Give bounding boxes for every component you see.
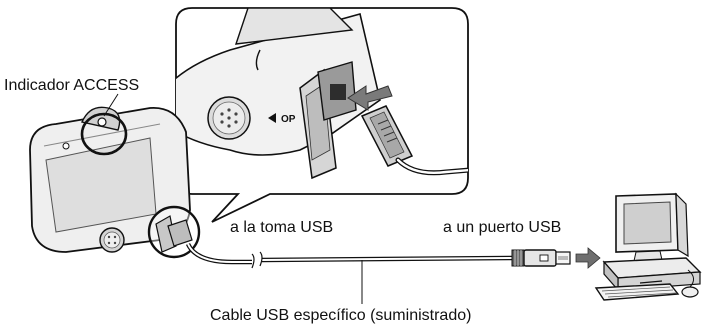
open-arrow-mark: [268, 113, 276, 123]
access-indicator-light: [97, 117, 107, 127]
device-mark-text: OP: [281, 114, 296, 125]
insertion-arrow: [347, 85, 393, 111]
access-leader-line: [103, 93, 119, 117]
connect-arrow: [575, 247, 601, 269]
mouse: [681, 286, 699, 298]
computer-illustration: [594, 192, 702, 301]
usb-jack-label: a la toma USB: [230, 219, 334, 236]
indicator-highlight-ring: [80, 112, 128, 156]
player-device: [29, 93, 201, 259]
usb-cable: [185, 242, 601, 304]
zoom-callout: OP: [175, 7, 469, 223]
cable-label: Cable USB específico (suministrado): [210, 307, 472, 324]
access-indicator-label: Indicador ACCESS: [4, 77, 140, 94]
device-closeup-top: [234, 8, 354, 45]
usb-port-label: a un puerto USB: [443, 219, 562, 236]
